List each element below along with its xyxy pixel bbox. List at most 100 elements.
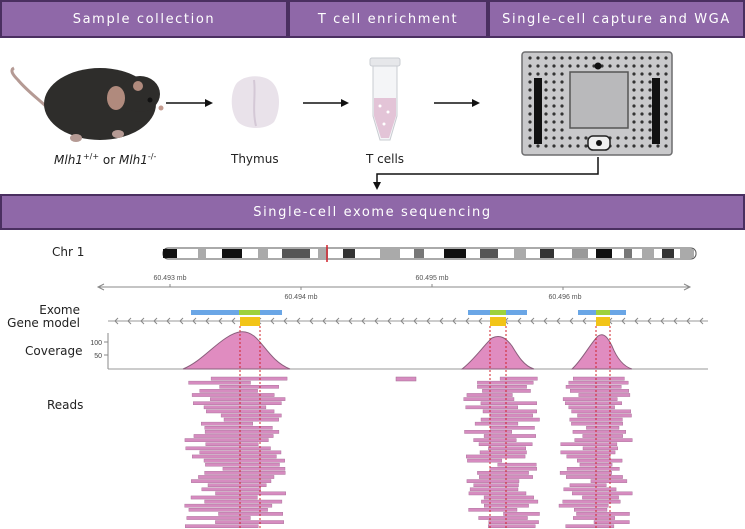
- or-word: or: [102, 153, 116, 167]
- chip-well: [576, 136, 580, 140]
- chip-well: [664, 96, 668, 100]
- chip-well: [568, 136, 572, 140]
- strand-arrow: [322, 317, 327, 325]
- strand-arrow: [673, 317, 678, 325]
- read: [188, 508, 268, 512]
- exome-target: [610, 310, 626, 315]
- chip-well: [648, 120, 652, 124]
- coverage-label: Coverage: [25, 344, 83, 358]
- chip-well: [552, 96, 556, 100]
- read: [582, 434, 624, 438]
- strand-arrow: [309, 317, 314, 325]
- chip-well: [616, 136, 620, 140]
- read: [568, 405, 615, 410]
- strand-arrow: [634, 317, 639, 325]
- chromosome-band: [596, 249, 612, 258]
- read: [191, 393, 275, 397]
- read: [467, 458, 502, 463]
- read: [468, 508, 518, 512]
- reads-track: [184, 376, 633, 528]
- read: [479, 450, 527, 455]
- exome-target: [578, 310, 596, 315]
- read: [576, 512, 630, 516]
- chromosome-band: [444, 249, 466, 258]
- read: [200, 421, 253, 426]
- read: [562, 499, 621, 504]
- exome-label: Exome: [39, 303, 80, 317]
- chip-well: [552, 64, 556, 68]
- read: [578, 393, 631, 397]
- read: [468, 491, 527, 496]
- read: [483, 495, 534, 500]
- chip-well: [544, 72, 548, 76]
- chromosome-band: [540, 249, 554, 258]
- strand-arrow: [452, 317, 457, 325]
- chip-well: [544, 88, 548, 92]
- chip-well: [528, 88, 532, 92]
- read: [480, 417, 540, 422]
- chip-well: [560, 104, 564, 108]
- chip-well: [528, 96, 532, 100]
- read: [478, 516, 528, 520]
- strand-arrow: [140, 317, 145, 325]
- chip-well: [544, 80, 548, 84]
- strand-arrow: [426, 317, 431, 325]
- mouse-icon: [10, 66, 164, 142]
- chip-well: [528, 64, 532, 68]
- chip-well: [632, 96, 636, 100]
- chip-well: [560, 88, 564, 92]
- chip-well: [648, 104, 652, 108]
- chip-well: [664, 64, 668, 68]
- chromosome-band: [480, 249, 498, 258]
- coverage-tick-50: 50: [94, 353, 102, 360]
- strand-arrow: [166, 317, 171, 325]
- chip-well: [616, 56, 620, 60]
- strand-arrow: [660, 317, 665, 325]
- chip-well: [640, 112, 644, 116]
- read: [562, 397, 618, 401]
- chip-well: [560, 64, 564, 68]
- strand-arrow: [192, 317, 197, 325]
- strand-arrow: [439, 317, 444, 325]
- read: [572, 430, 627, 434]
- strand-arrow: [413, 317, 418, 325]
- read: [573, 516, 616, 520]
- chip-well: [640, 128, 644, 132]
- strand-arrow: [218, 317, 223, 325]
- t-cells-label: T cells: [366, 152, 405, 166]
- read: [186, 516, 251, 520]
- gene-exon: [240, 317, 260, 326]
- strand-arrow: [348, 317, 353, 325]
- read: [207, 483, 267, 488]
- chip-well: [584, 136, 588, 140]
- chip-well: [632, 136, 636, 140]
- chip-well: [632, 144, 636, 148]
- chip-well: [560, 128, 564, 132]
- chip-icon: [521, 51, 673, 156]
- strand-arrow: [179, 317, 184, 325]
- strand-arrow: [153, 317, 158, 325]
- step-t-cell-enrichment: T cell enrichment: [288, 0, 488, 38]
- strand-arrow: [374, 317, 379, 325]
- chip-well: [544, 96, 548, 100]
- read: [566, 475, 623, 479]
- chip-well: [624, 64, 628, 68]
- chromosome-band: [343, 249, 355, 258]
- chromosome-ideogram: [162, 247, 697, 260]
- arrow-3-head: [472, 99, 480, 107]
- read: [565, 401, 622, 406]
- read: [560, 442, 618, 447]
- chip-well: [648, 112, 652, 116]
- chip-well: [560, 96, 564, 100]
- read: [210, 397, 286, 401]
- read: [566, 467, 620, 471]
- read: [566, 454, 611, 459]
- chromosome-band: [642, 249, 654, 258]
- chip-well: [536, 56, 540, 60]
- chip-well: [640, 64, 644, 68]
- chip-well: [616, 64, 620, 68]
- chip-well: [560, 80, 564, 84]
- chip-well: [544, 64, 548, 68]
- read: [220, 413, 282, 418]
